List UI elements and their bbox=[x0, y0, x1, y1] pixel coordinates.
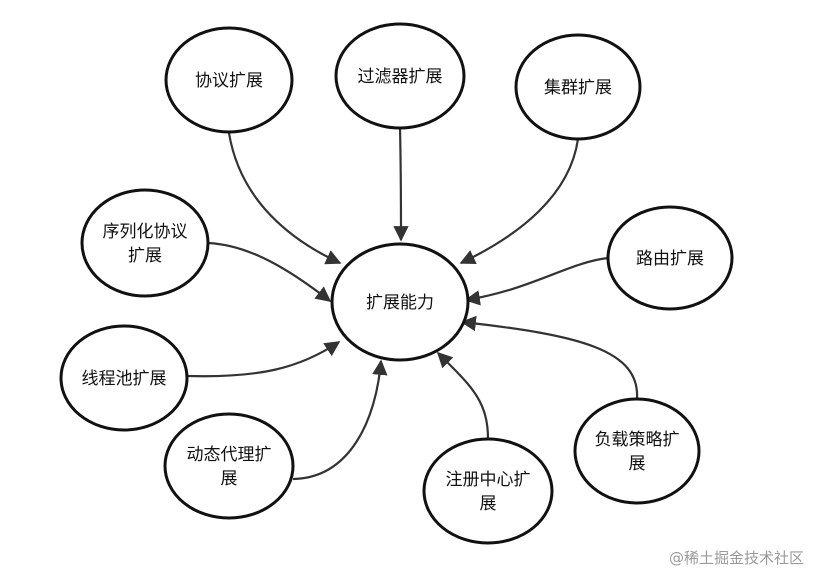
node-label: 集群扩展 bbox=[544, 78, 612, 98]
edge-serialization-to-center bbox=[207, 241, 332, 302]
node-shape bbox=[330, 242, 470, 362]
node-label: 协议扩展 bbox=[195, 71, 263, 91]
node-protocol: 协议扩展 bbox=[164, 26, 294, 134]
edge-loadbalance-to-center bbox=[460, 315, 639, 400]
node-label: 注册中心扩 bbox=[446, 470, 531, 490]
node-label: 展 bbox=[629, 454, 646, 474]
edge-router-to-center bbox=[464, 256, 609, 306]
node-shape bbox=[59, 324, 189, 432]
node-label: 动态代理扩 bbox=[187, 445, 272, 465]
node-shape bbox=[606, 205, 734, 311]
edge-protocol-to-center bbox=[227, 132, 342, 265]
edge-proxy-to-center bbox=[292, 359, 388, 481]
node-router: 路由扩展 bbox=[606, 205, 734, 311]
watermark-text: @稀土掘金技术社区 bbox=[668, 549, 804, 567]
node-label: 路由扩展 bbox=[636, 249, 704, 269]
edge-cluster-to-center bbox=[459, 138, 580, 265]
node-label: 过滤器扩展 bbox=[358, 67, 443, 87]
node-shape bbox=[80, 188, 210, 298]
center-node: 扩展能力 bbox=[330, 242, 470, 362]
node-label: 线程池扩展 bbox=[82, 369, 167, 389]
node-filter: 过滤器扩展 bbox=[334, 22, 466, 130]
node-shape bbox=[163, 412, 295, 520]
node-shape bbox=[334, 22, 466, 130]
node-label: 展 bbox=[221, 469, 238, 489]
nodes-layer: 协议扩展过滤器扩展集群扩展序列化协议扩展路由扩展线程池扩展负载策略扩展动态代理扩… bbox=[59, 22, 734, 545]
node-shape bbox=[514, 33, 642, 141]
node-shape bbox=[422, 437, 554, 545]
node-shape bbox=[573, 397, 701, 505]
node-label: 序列化协议 bbox=[103, 222, 188, 242]
node-label: 负载策略扩 bbox=[595, 430, 680, 450]
edges-layer bbox=[186, 127, 639, 481]
node-cluster: 集群扩展 bbox=[514, 33, 642, 141]
node-label: 展 bbox=[480, 494, 497, 514]
node-label: 扩展能力 bbox=[366, 293, 434, 313]
edge-registry-to-center bbox=[436, 351, 490, 440]
edge-filter-to-center bbox=[393, 127, 409, 242]
node-label: 扩展 bbox=[128, 246, 162, 266]
edge-threadpool-to-center bbox=[186, 341, 341, 378]
node-shape bbox=[164, 26, 294, 134]
node-threadpool: 线程池扩展 bbox=[59, 324, 189, 432]
